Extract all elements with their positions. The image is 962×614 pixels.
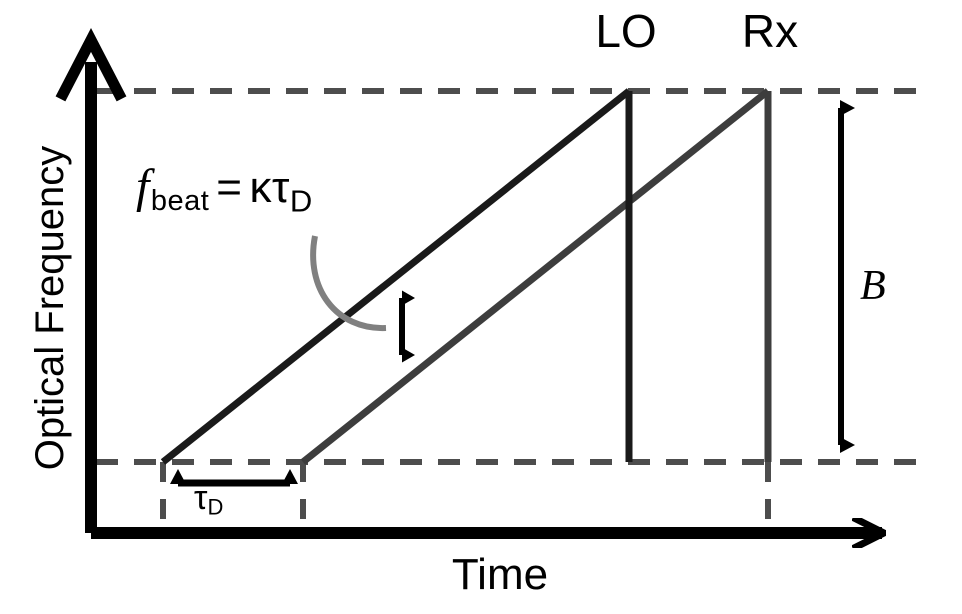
bandwidth-label: B — [860, 263, 886, 309]
leader-curve-path — [310, 235, 387, 332]
x-axis-label: Time — [451, 550, 549, 599]
time-marker-lines — [160, 462, 771, 533]
equation-leader-curve — [310, 235, 387, 332]
delay-subscript: D — [207, 494, 224, 520]
lo-ramp-line — [160, 88, 632, 465]
equation-f-symbol: f — [136, 160, 150, 213]
rx-trace — [300, 88, 772, 465]
equation-f-subscript: beat — [150, 185, 210, 218]
y-axis-label: Optical Frequency — [28, 145, 72, 471]
lo-trace-label: LO — [595, 5, 657, 57]
rx-ramp-line — [300, 88, 771, 465]
equation-kappa-symbol: κ — [249, 163, 272, 212]
lo-trace — [160, 88, 633, 465]
delay-symbol: τ — [194, 479, 208, 517]
y-axis-arrowhead-icon — [55, 28, 127, 102]
delay-label: τD — [194, 481, 223, 519]
plot-axes — [55, 28, 882, 533]
rx-trace-label: Rx — [741, 5, 799, 57]
beat-frequency-equation: fbeat=κτD — [136, 160, 313, 219]
equation-tau-subscript: D — [289, 183, 313, 219]
equation-tau-symbol: τ — [272, 163, 290, 212]
equation-equals-sign: = — [216, 163, 243, 212]
frequency-guide-lines — [96, 88, 932, 465]
